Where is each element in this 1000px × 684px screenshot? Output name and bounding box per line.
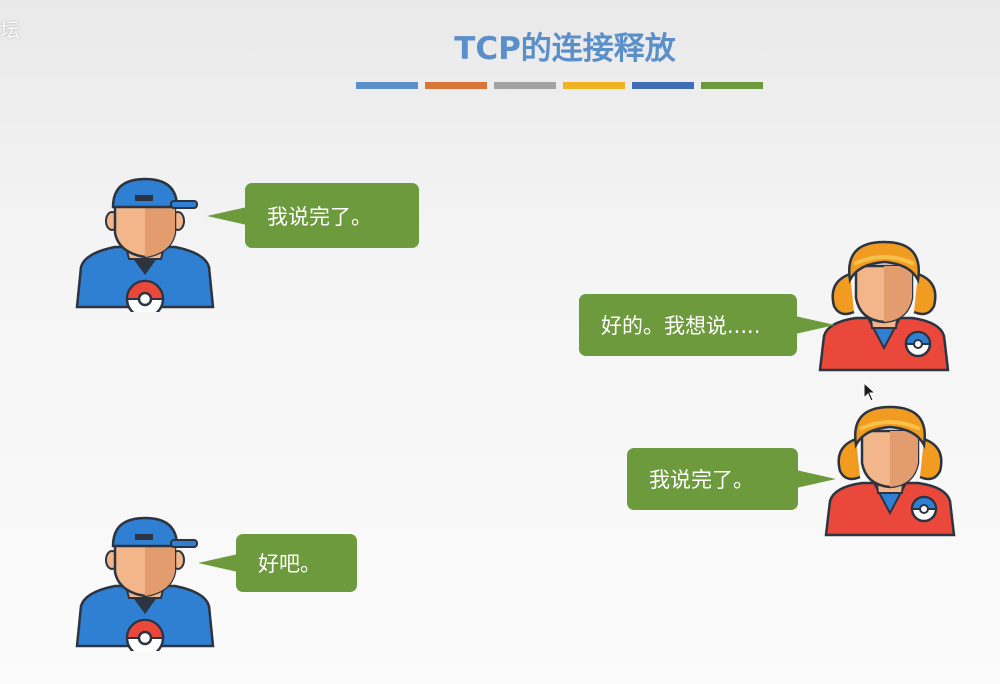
speech-bubble-client-1: 我说完了。	[207, 183, 419, 248]
title-color-bar	[356, 82, 763, 89]
speech-text: 我说完了。	[267, 204, 372, 229]
speech-text: 好的。我想说.....	[601, 314, 761, 338]
speech-bubble-server-2: 我说完了。	[627, 448, 836, 510]
watermark-text: 坛	[0, 18, 22, 42]
color-bar-segment	[632, 82, 694, 89]
speech-bubble-server-1: 好的。我想说.....	[579, 294, 835, 356]
speech-text: 好吧。	[258, 552, 321, 576]
color-bar-segment	[425, 82, 487, 89]
color-bar-segment	[356, 82, 418, 89]
speech-text: 我说完了。	[649, 468, 754, 492]
mouse-cursor-icon	[863, 382, 877, 402]
server-avatar-bottom	[820, 405, 960, 540]
color-bar-segment	[563, 82, 625, 89]
color-bar-segment	[701, 82, 763, 89]
slide-title: TCP的连接释放	[454, 30, 676, 67]
client-avatar-top	[75, 177, 215, 312]
client-avatar-bottom	[75, 516, 215, 651]
speech-bubble-client-2: 好吧。	[198, 534, 357, 592]
server-avatar-top	[814, 240, 954, 375]
color-bar-segment	[494, 82, 556, 89]
